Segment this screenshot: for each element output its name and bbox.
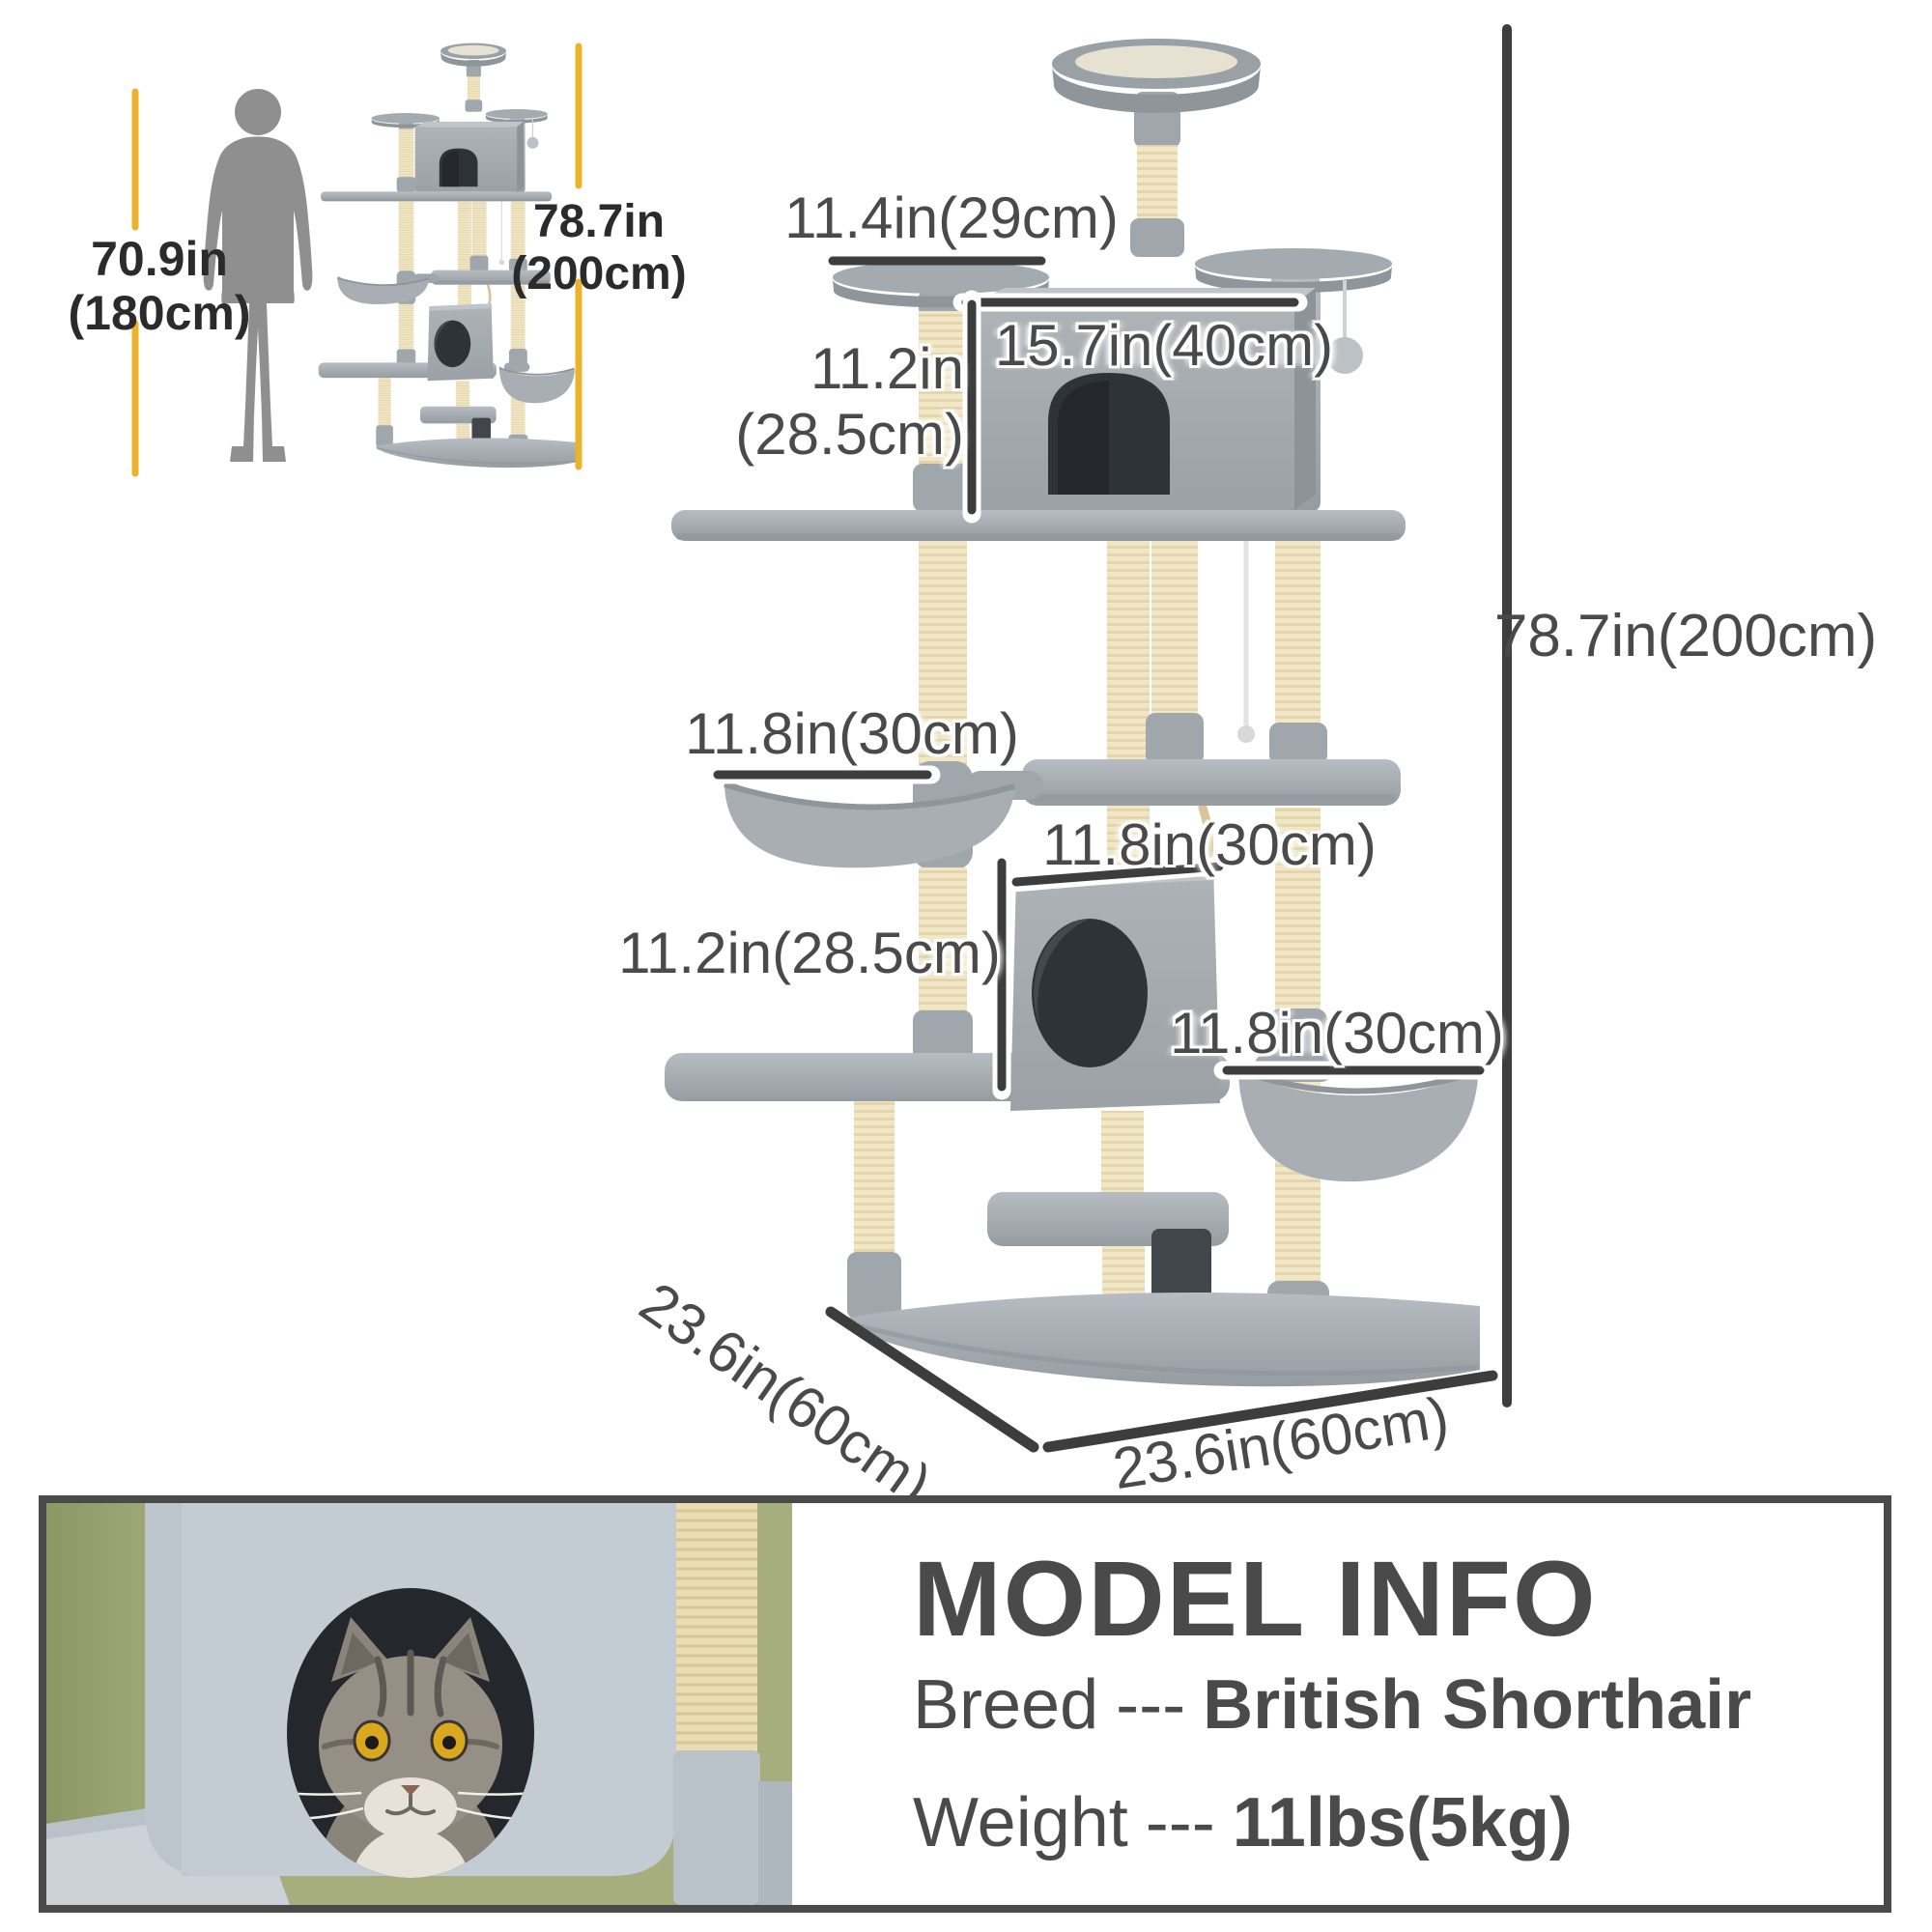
human-silhouette [203,89,313,462]
dimension-lines [704,24,1512,1453]
lower-condo-height-label: 11.2in(28.5cm) [618,921,1001,985]
lower-condo-width-label: 11.8in(30cm) [1042,812,1377,877]
small-tree-height-label: 78.7in (200cm) [478,196,720,300]
human-height-line2: (180cm) [68,286,251,340]
total-height-label: 78.7in(200cm) [1493,603,1878,669]
basket-width-label: 11.8in(30cm) [1170,1001,1504,1065]
upper-condo-height-line1: 11.2in [810,336,964,401]
height-measure-lines [131,43,582,477]
model-info-panel: MODEL INFO Breed---British Shorthair Wei… [39,1495,1891,1913]
upper-condo-height-label: 11.2in (28.5cm) [618,336,964,469]
weight-row: Weight---11lbs(5kg) [913,1783,1573,1862]
hammock-width-label: 11.8in(30cm) [685,701,1019,766]
top-perch-width-label: 11.4in(29cm) [784,185,1119,250]
model-info-title: MODEL INFO [913,1540,1598,1659]
cat-photo [46,1503,792,1905]
weight-value: 11lbs(5kg) [1232,1784,1573,1861]
cat-in-condo-photo-illustration [46,1503,792,1905]
weight-separator: --- [1145,1784,1215,1861]
breed-label: Breed [913,1666,1099,1744]
human-height-label: 70.9in (180cm) [34,232,285,340]
upper-condo-height-line2: (28.5cm) [735,402,964,468]
breed-separator: --- [1116,1666,1186,1744]
upper-condo-width-label: 15.7in(40cm) [994,313,1334,378]
human-height-line1: 70.9in [91,232,228,286]
weight-label: Weight [913,1784,1128,1861]
small-tree-height-line1: 78.7in [532,196,666,247]
cat-face [287,1617,534,1878]
breed-row: Breed---British Shorthair [913,1665,1751,1745]
small-tree-height-line2: (200cm) [511,247,687,299]
breed-value: British Shorthair [1203,1666,1752,1744]
